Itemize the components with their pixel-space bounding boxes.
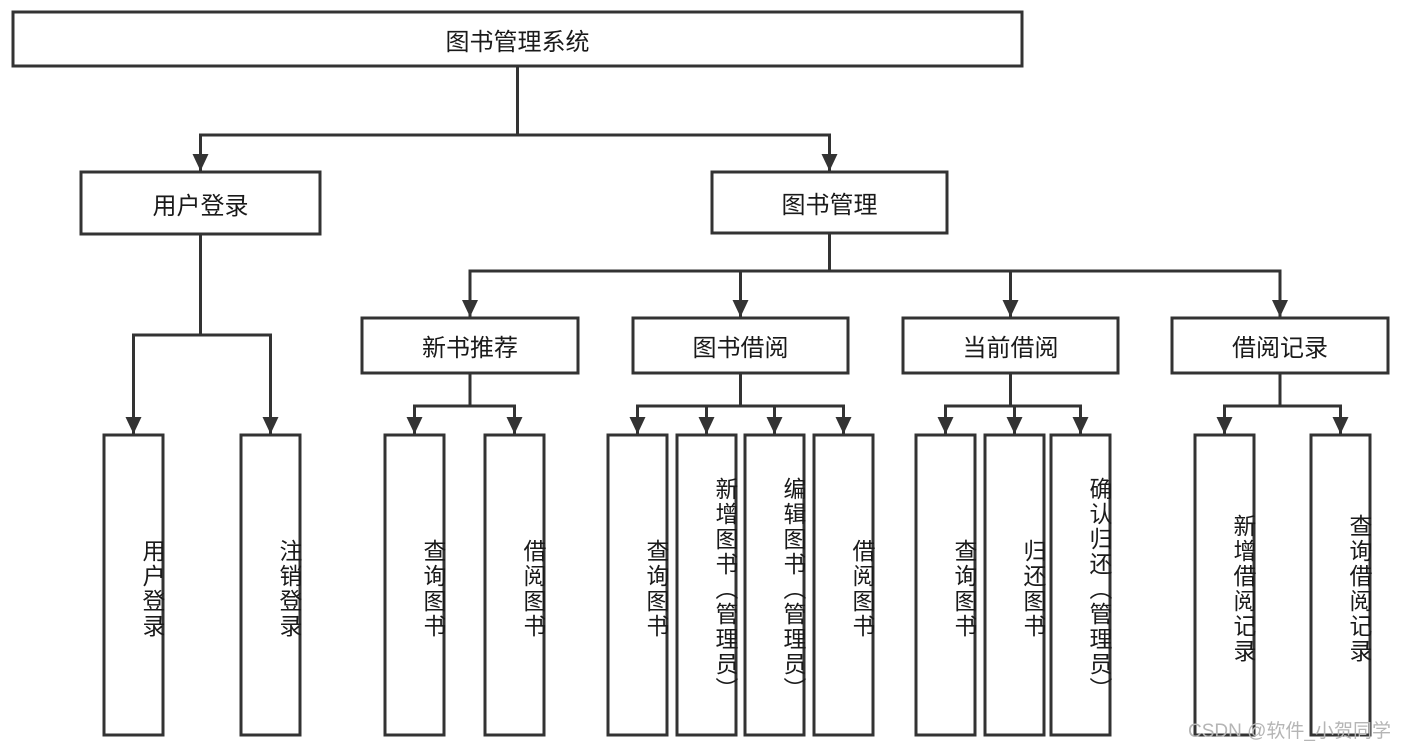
node-leaf-query-book-2[interactable] [606,433,669,737]
node-borrow-record[interactable] [1170,316,1390,375]
node-leaf-query-book-1[interactable] [383,433,446,737]
csdn-watermark: CSDN @软件_小贺同学 [1188,721,1391,742]
node-leaf-confirm-return[interactable] [1049,433,1112,737]
node-current-borrow[interactable] [901,316,1120,375]
node-user-login[interactable] [79,170,322,236]
node-leaf-return-book[interactable] [983,433,1046,737]
node-leaf-user-logout[interactable] [239,433,302,737]
node-book-manage[interactable] [710,170,949,235]
node-layer [11,10,1390,737]
node-leaf-add-record[interactable] [1193,433,1256,737]
node-leaf-edit-book[interactable] [743,433,806,737]
node-new-book-rec[interactable] [360,316,580,375]
node-root[interactable] [11,10,1024,68]
node-leaf-query-record[interactable] [1309,433,1372,737]
connector-layer [125,64,1349,435]
node-leaf-query-book-3[interactable] [914,433,977,737]
node-leaf-borrow-book-2[interactable] [812,433,875,737]
node-leaf-add-book[interactable] [675,433,738,737]
node-leaf-user-login[interactable] [102,433,165,737]
node-leaf-borrow-book-1[interactable] [483,433,546,737]
node-book-borrow[interactable] [631,316,850,375]
